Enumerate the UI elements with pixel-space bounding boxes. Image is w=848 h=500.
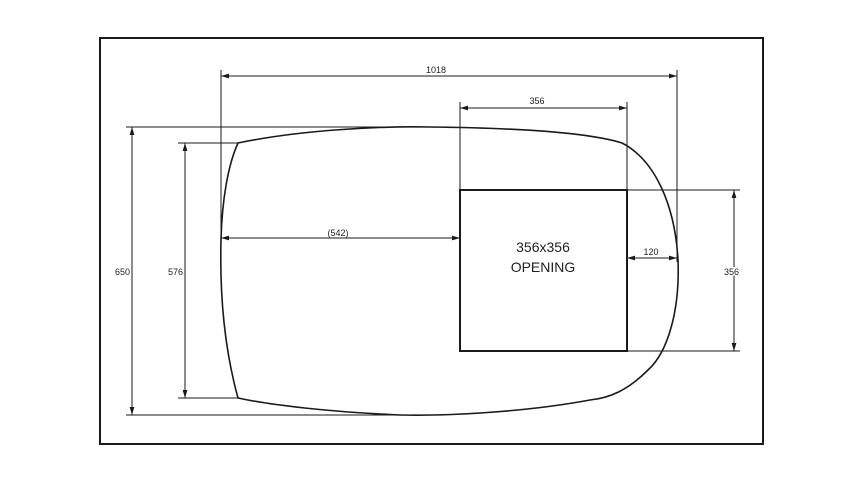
dimension-label-650: 650 <box>115 267 130 277</box>
dimension-label-542: (542) <box>327 228 348 238</box>
opening-label-line1: 356x356 <box>516 239 570 255</box>
dimension-label-356-right: 356 <box>724 267 739 277</box>
dimension-label-576: 576 <box>168 267 183 277</box>
drawing-frame <box>99 37 764 445</box>
dimension-label-120: 120 <box>643 247 658 257</box>
opening-square <box>459 189 628 352</box>
tabletop-outline <box>219 126 680 416</box>
opening-label-line2: OPENING <box>511 259 576 275</box>
dimension-label-1018: 1018 <box>426 65 446 75</box>
dimension-label-356-top: 356 <box>529 96 544 106</box>
